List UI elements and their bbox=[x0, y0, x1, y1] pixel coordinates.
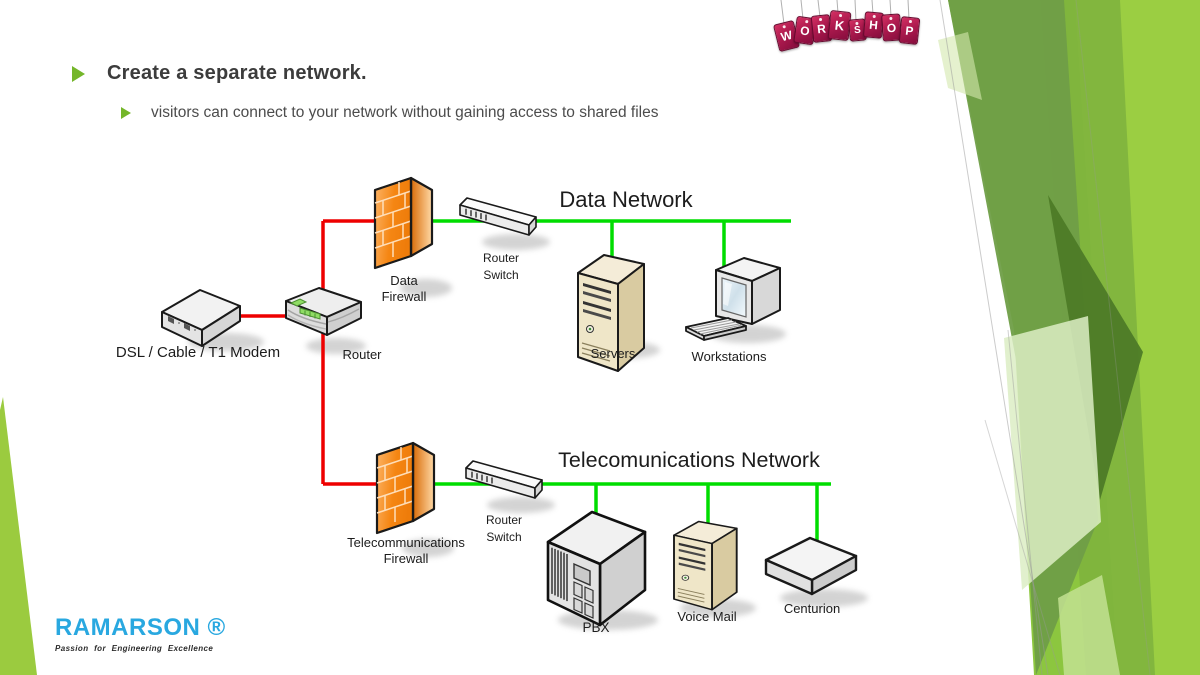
workshop-tag: P bbox=[898, 16, 921, 45]
slide-subtitle-row: visitors can connect to your network wit… bbox=[121, 104, 658, 122]
tag-hole bbox=[838, 13, 843, 18]
brand-logo: RAMARSON ® Passion for Engineering Excel… bbox=[55, 614, 226, 653]
workstations-label: Workstations bbox=[692, 349, 767, 364]
switch2-label-line2: Switch bbox=[486, 530, 521, 544]
decorative-strings bbox=[939, 0, 1151, 675]
voicemail-device bbox=[673, 520, 738, 611]
servers-device bbox=[577, 254, 645, 372]
pbx-device bbox=[546, 510, 647, 627]
right-green-shapes bbox=[938, 0, 1200, 675]
switch2-label-line1: Router bbox=[486, 513, 522, 527]
voicemail-label: Voice Mail bbox=[677, 609, 736, 624]
telecom-firewall-label-line2: Firewall bbox=[384, 551, 429, 566]
tag-letter: W bbox=[779, 27, 794, 45]
servers-label: Servers bbox=[591, 346, 636, 361]
centurion-label: Centurion bbox=[784, 601, 840, 616]
router-switch-1-device bbox=[459, 197, 537, 236]
tag-letter: R bbox=[816, 21, 827, 36]
tag-letter: O bbox=[799, 22, 811, 39]
centurion-device bbox=[764, 536, 858, 596]
slide-title: Create a separate network. bbox=[107, 62, 367, 84]
router-device bbox=[285, 287, 362, 336]
switch1-label-line1: Router bbox=[483, 251, 519, 265]
workstation-keyboard-device bbox=[685, 317, 747, 341]
sub-bullet-triangle-icon bbox=[121, 107, 131, 119]
telecom-firewall-label-line1: Telecommunications bbox=[347, 535, 465, 550]
device-shadows bbox=[188, 234, 868, 630]
tag-hole bbox=[804, 19, 808, 24]
tag-letter: O bbox=[886, 20, 897, 35]
left-green-wedge bbox=[0, 397, 37, 675]
tag-letter: P bbox=[904, 23, 915, 38]
modem-label: DSL / Cable / T1 Modem bbox=[116, 344, 280, 361]
brand-tagline: Passion for Engineering Excellence bbox=[55, 644, 214, 653]
tag-letter: K bbox=[834, 17, 845, 34]
telecom-network-title: Telecomunications Network bbox=[558, 448, 820, 472]
red-connections bbox=[240, 219, 406, 486]
bullet-triangle-icon bbox=[72, 65, 85, 82]
tag-letter: S bbox=[853, 24, 862, 36]
data-firewall-label-line2: Firewall bbox=[382, 289, 427, 304]
pbx-label: PBX bbox=[582, 620, 609, 635]
data-firewall-device bbox=[373, 176, 434, 270]
router-switch-2-device bbox=[465, 460, 543, 499]
telecom-firewall-device bbox=[375, 441, 436, 535]
router-label: Router bbox=[342, 347, 382, 362]
green-connections bbox=[430, 219, 831, 552]
switch1-label-line2: Switch bbox=[483, 268, 518, 282]
data-network-title: Data Network bbox=[559, 187, 693, 212]
brand-name: RAMARSON ® bbox=[55, 614, 226, 641]
slide-title-row: Create a separate network. bbox=[72, 62, 367, 85]
workstation-monitor-device bbox=[715, 257, 781, 325]
data-firewall-label-line1: Data bbox=[390, 273, 418, 288]
tag-letter: H bbox=[868, 17, 879, 33]
modem-device bbox=[161, 289, 241, 347]
slide-subtitle: visitors can connect to your network wit… bbox=[151, 104, 659, 121]
